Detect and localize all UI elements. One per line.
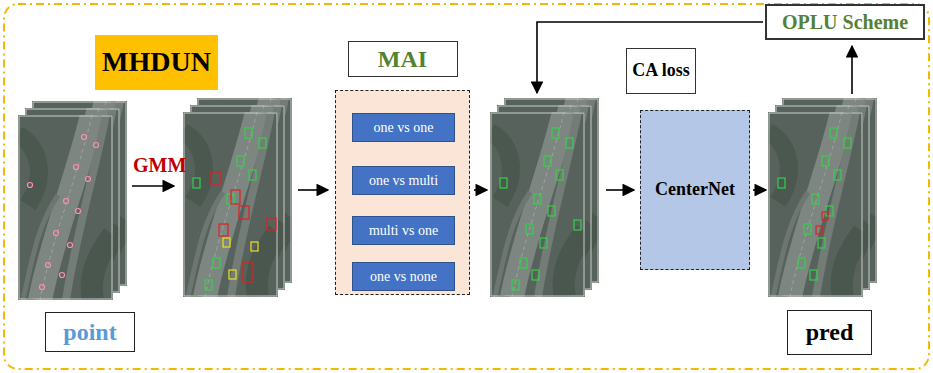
image-stack [18,101,127,300]
box-label: CenterNet [655,180,735,200]
case-box: multi vs one [352,216,455,245]
module-title: MAI [348,41,458,77]
title-box: MHDUN [95,35,218,90]
image-stack [490,98,599,297]
box-label: multi vs one [369,223,438,238]
image-stack [768,98,877,297]
image-stack [183,98,292,297]
box-label: one vs one [374,120,434,135]
box-label: one vs none [370,269,437,284]
case-box: one vs multi [352,166,455,195]
method-label: GMM [133,154,186,177]
box-label: OPLU Scheme [782,11,908,33]
output-box: pred [787,310,872,355]
loss-box: CA loss [626,48,696,94]
box-label: pred [806,319,854,345]
box-label: one vs multi [369,173,438,188]
network-box: CenterNet [640,110,750,270]
case-box: one vs one [352,113,455,142]
module-box: MAIone vs oneone vs multimulti vs oneone… [335,90,470,295]
outer-frame [4,4,929,369]
case-box: one vs none [352,262,455,291]
box-label: CA loss [632,61,690,81]
input-box: point [45,312,135,352]
box-label: point [63,319,116,345]
scheme-box: OPLU Scheme [765,4,925,40]
box-label: MHDUN [102,47,211,78]
